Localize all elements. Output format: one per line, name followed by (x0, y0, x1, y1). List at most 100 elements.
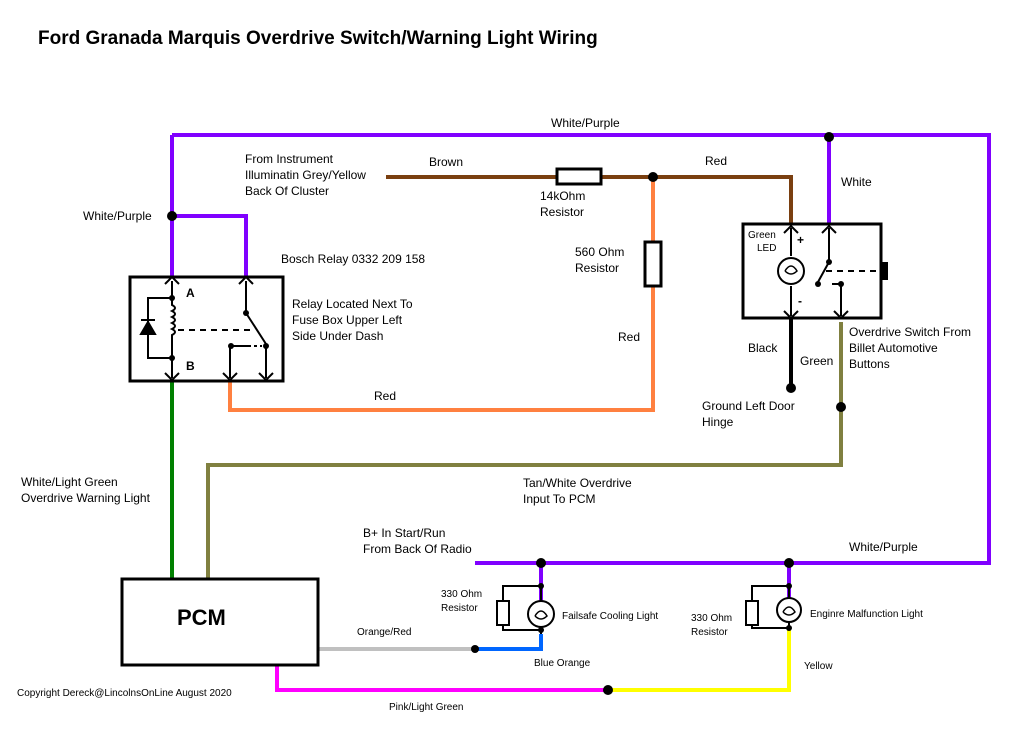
failsafe-light-circuit (496, 583, 555, 634)
label-switch-name: Billet Automotive (849, 341, 938, 355)
label-ground: Hinge (702, 415, 734, 429)
relay-coil (169, 281, 176, 378)
junction-dot (786, 625, 792, 631)
relay-terminal-b: B (186, 359, 195, 373)
resistor-560 (643, 240, 663, 288)
label-resistor-560: Resistor (575, 261, 619, 275)
label-tan-white: Tan/White Overdrive (523, 476, 632, 490)
switch-plus: + (797, 233, 804, 247)
label-pink-light-green: Pink/Light Green (389, 702, 464, 713)
label-instrument-source: Illuminatin Grey/Yellow (245, 168, 366, 182)
junction-dot (167, 211, 177, 221)
label-black: Black (748, 341, 778, 355)
switch-box (741, 222, 883, 320)
copyright-text: Copyright Dereck@LincolnsOnLine August 2… (17, 688, 232, 699)
label-b-plus: B+ In Start/Run (363, 526, 445, 540)
label-brown: Brown (429, 155, 463, 169)
label-tan-white: Input To PCM (523, 492, 595, 506)
label-relay-name: Bosch Relay 0332 209 158 (281, 252, 425, 266)
label-red-bottom: Red (374, 389, 396, 403)
wire-white-purple-top (172, 133, 991, 565)
junction-dot (824, 132, 834, 142)
label-white-purple-left: White/Purple (83, 209, 152, 223)
label-resistor-330-left: Resistor (441, 603, 478, 614)
wire-orange-lower (228, 286, 655, 412)
label-white-purple-right: White/Purple (849, 540, 918, 554)
junction-dots (167, 132, 846, 695)
relay-coil-dot (169, 295, 175, 301)
engine-lamp-filament (782, 606, 796, 616)
junction-dot (536, 558, 546, 568)
label-green: Green (800, 354, 833, 368)
relay: A B (128, 275, 285, 383)
wire-white-purple-relay-jumper (172, 214, 248, 277)
labels: White/Purple From Instrument Illuminatin… (17, 116, 971, 713)
relay-diode (139, 319, 157, 335)
junction-dot (784, 558, 794, 568)
label-ground: Ground Left Door (702, 399, 795, 413)
switch-button (881, 262, 888, 280)
green-led-icon (777, 257, 805, 285)
junction-dot (836, 402, 846, 412)
switch-contact-dot (838, 281, 844, 287)
label-resistor-560: 560 Ohm (575, 245, 624, 259)
label-b-plus: From Back Of Radio (363, 542, 472, 556)
resistor-330-left (496, 600, 510, 626)
label-white-purple-top: White/Purple (551, 116, 620, 130)
label-resistor-14k: 14kOhm (540, 189, 585, 203)
label-resistor-330-right: 330 Ohm (691, 613, 732, 624)
label-red-vertical: Red (618, 330, 640, 344)
relay-contact-dot (243, 310, 249, 316)
green-led-label: Green (748, 230, 776, 241)
relay-coil-dot (169, 355, 175, 361)
wires (170, 133, 991, 692)
wire-brown-red-top (601, 175, 793, 226)
pcm-box (120, 577, 320, 667)
label-blue-orange: Blue Orange (534, 658, 591, 669)
label-white-light-green: White/Light Green (21, 475, 118, 489)
led-filament (784, 265, 798, 275)
label-resistor-330-left: 330 Ohm (441, 589, 482, 600)
switch-arrows (783, 224, 849, 320)
label-white: White (841, 175, 872, 189)
switch-contact-dot (826, 259, 832, 265)
relay-arrows (164, 275, 274, 382)
label-instrument-source: From Instrument (245, 152, 334, 166)
label-yellow: Yellow (804, 661, 833, 672)
wire-tan-white (206, 322, 843, 579)
failsafe-lamp-filament (534, 610, 548, 620)
label-resistor-330-right: Resistor (691, 627, 728, 638)
label-white-light-green: Overdrive Warning Light (21, 491, 151, 505)
engine-light-circuit (745, 583, 802, 631)
label-failsafe-light: Failsafe Cooling Light (562, 611, 658, 622)
resistor-14k (555, 167, 603, 186)
failsafe-lamp-icon (527, 600, 555, 628)
diagram-title: Ford Granada Marquis Overdrive Switch/Wa… (38, 28, 598, 49)
overdrive-switch: + - Green LED (741, 222, 888, 320)
junction-dot (786, 583, 792, 589)
junction-dot (538, 583, 544, 589)
switch-contact-dot (815, 281, 821, 287)
green-led-label: LED (757, 243, 776, 254)
label-red-top: Red (705, 154, 727, 168)
wire-pink-light-green (275, 665, 608, 692)
junction-dot (786, 383, 796, 393)
engine-lamp-icon (776, 597, 802, 623)
junction-dot (538, 627, 544, 633)
pcm-label: PCM (177, 605, 226, 630)
junction-dot (603, 685, 613, 695)
label-switch-name: Buttons (849, 357, 890, 371)
switch-minus: - (798, 294, 802, 308)
label-switch-name: Overdrive Switch From (849, 325, 971, 339)
label-relay-location: Fuse Box Upper Left (292, 313, 403, 327)
relay-contact-dot (228, 343, 234, 349)
label-orange-red: Orange/Red (357, 627, 411, 638)
relay-contact-dot (263, 343, 269, 349)
wire-yellow (608, 628, 791, 692)
label-instrument-source: Back Of Cluster (245, 184, 329, 198)
resistor-330-right (745, 600, 759, 626)
junction-dot (648, 172, 658, 182)
label-relay-location: Relay Located Next To (292, 297, 413, 311)
junction-dot (471, 645, 479, 653)
